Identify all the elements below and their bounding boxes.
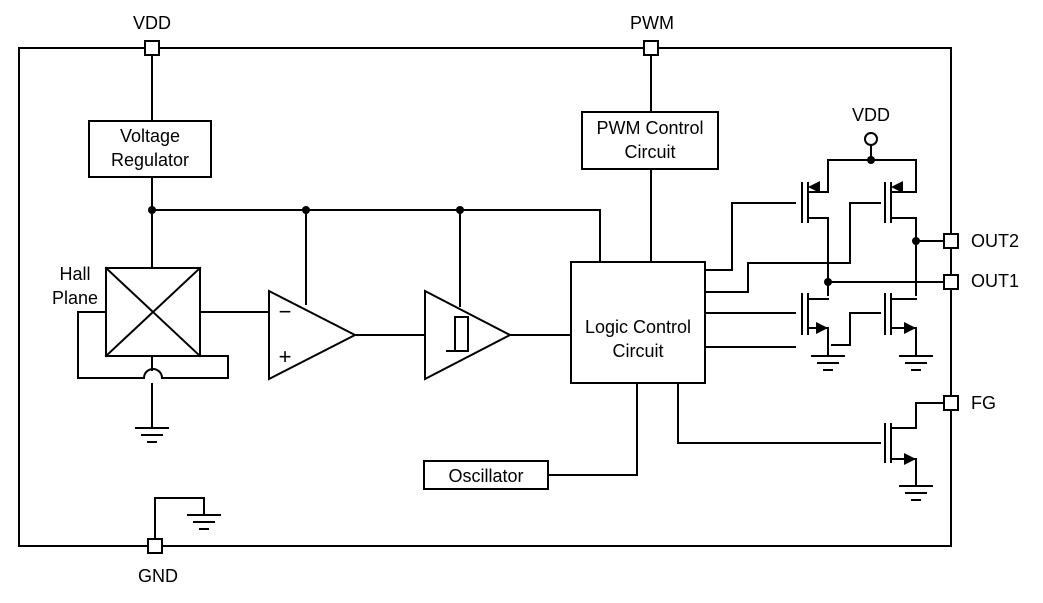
hall-plane-block: Hall Plane	[52, 264, 202, 358]
q4-arrow-icon	[904, 322, 916, 334]
pin-fg	[943, 395, 959, 411]
ground-icon-q4	[899, 355, 933, 371]
junction-dots	[148, 156, 920, 286]
pin-out1	[943, 274, 959, 290]
logic-control-label-2: Circuit	[612, 341, 663, 361]
ground-icon-q3	[811, 355, 845, 371]
pin-out2	[943, 233, 959, 249]
amp-minus-label: −	[279, 299, 292, 324]
amp-plus-label: +	[279, 344, 292, 369]
vdd-terminal-icon	[864, 132, 878, 146]
voltage-regulator-block: Voltage Regulator	[88, 120, 212, 178]
logic-control-label-1: Logic Control	[585, 317, 691, 337]
amplifier-block: − +	[268, 289, 358, 381]
schmitt-trigger-block	[424, 289, 513, 381]
transistor-arrows	[808, 181, 916, 465]
pin-label-pwm: PWM	[630, 13, 674, 33]
q1-arrow-icon	[808, 181, 820, 193]
logic-control-block: Logic Control Circuit	[570, 261, 706, 384]
pin-label-vdd: VDD	[133, 13, 171, 33]
hall-wires	[77, 54, 652, 540]
output-stage-wires	[677, 145, 945, 487]
pin-label-gnd: GND	[138, 566, 178, 586]
pin-label-out1: OUT1	[971, 271, 1019, 291]
ground-icon-hall	[135, 427, 169, 443]
ground-icon-q5	[899, 485, 933, 501]
voltage-regulator-label-2: Regulator	[111, 150, 189, 170]
hall-plane-label-1: Hall	[59, 264, 90, 284]
hysteresis-icon	[446, 316, 469, 352]
voltage-regulator-label-1: Voltage	[120, 126, 180, 146]
pin-label-fg: FG	[971, 393, 996, 413]
q5-arrow-icon	[904, 453, 916, 465]
pwm-control-label-1: PWM Control	[596, 118, 703, 138]
supply-wires	[151, 54, 601, 307]
pwm-control-label-2: Circuit	[624, 142, 675, 162]
pin-gnd	[147, 538, 163, 554]
pin-vdd	[144, 40, 160, 56]
pwm-control-block: PWM Control Circuit	[581, 111, 719, 170]
hall-plane-label-2: Plane	[52, 288, 98, 308]
q2-arrow-icon	[891, 181, 903, 193]
pin-pwm	[643, 40, 659, 56]
chip-boundary	[18, 47, 952, 547]
oscillator-block: Oscillator	[423, 460, 549, 490]
vdd-internal-label: VDD	[852, 105, 890, 125]
ground-icon-chip	[187, 514, 221, 530]
pin-label-out2: OUT2	[971, 231, 1019, 251]
q3-arrow-icon	[816, 322, 828, 334]
oscillator-label: Oscillator	[448, 466, 523, 486]
